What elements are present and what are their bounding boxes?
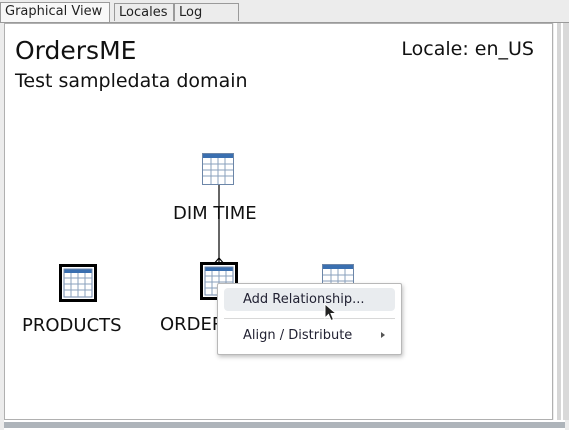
tab-bar: Graphical View Locales Log View [0,0,569,38]
node-label-dim-time[interactable]: DIM TIME [173,203,257,224]
context-menu: Add Relationship... Align / Distribute [217,283,402,355]
table-icon-products[interactable] [59,264,97,302]
vertical-scrollbar-track[interactable] [557,23,561,420]
submenu-arrow-icon [381,332,385,338]
menu-item-label: Add Relationship... [243,292,365,307]
menu-separator [224,318,395,319]
node-label-orders[interactable]: ORDER [160,314,225,335]
vertical-scrollbar[interactable] [554,23,563,420]
relationship-lines [212,184,226,266]
tab-label: Graphical View [5,4,103,19]
tab-graphical-view[interactable]: Graphical View [0,2,110,22]
tab-locales[interactable]: Locales [114,3,174,21]
mouse-pointer-icon [324,303,338,322]
tab-label: Locales [119,5,168,20]
table-icon-dim-time[interactable] [202,153,234,185]
locale-label: Locale: en_US [401,38,534,60]
horizontal-scrollbar-thumb[interactable] [4,422,565,428]
menu-item-align-distribute[interactable]: Align / Distribute [224,324,395,347]
graphical-view-canvas[interactable]: OrdersME Test sampledata domain Locale: … [4,23,553,420]
model-subtitle: Test sampledata domain [15,70,248,92]
menu-item-label: Align / Distribute [243,328,353,343]
tab-log-view[interactable]: Log View [174,3,239,38]
window-edge [563,23,569,420]
horizontal-scrollbar[interactable] [4,420,565,430]
model-title: OrdersME [15,36,137,65]
menu-item-add-relationship[interactable]: Add Relationship... [224,288,395,311]
node-label-products[interactable]: PRODUCTS [22,315,122,336]
